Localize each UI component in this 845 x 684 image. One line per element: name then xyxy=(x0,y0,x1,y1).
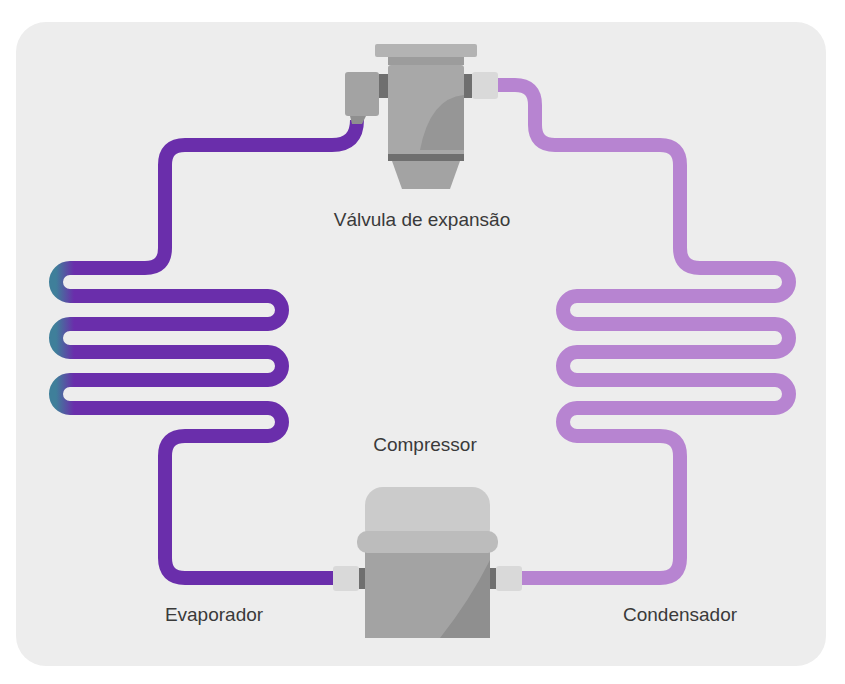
compressor-illustration xyxy=(333,487,522,638)
condenser-pipe xyxy=(496,85,789,578)
background-panel xyxy=(16,22,826,666)
compressor-label: Compressor xyxy=(373,434,476,457)
evaporator-pipe xyxy=(56,120,357,578)
valve-label: Válvula de expansão xyxy=(334,209,510,232)
evaporator-label: Evaporador xyxy=(165,604,263,627)
condenser-label: Condensador xyxy=(623,604,737,627)
expansion-valve xyxy=(345,44,498,189)
